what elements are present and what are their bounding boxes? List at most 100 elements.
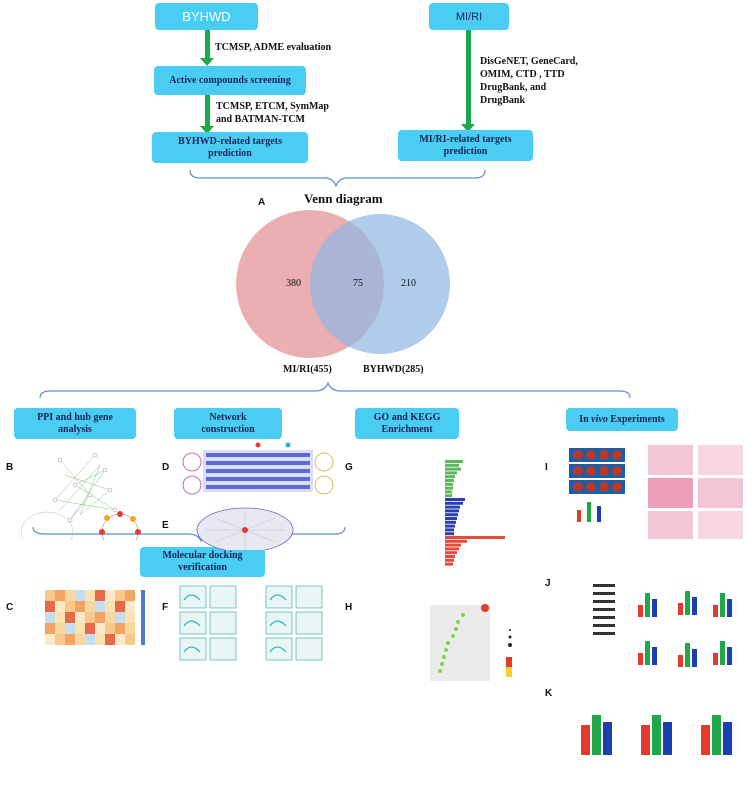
heatmap-cell — [105, 634, 115, 645]
heatmap-cell — [125, 634, 135, 645]
j-bar — [678, 603, 683, 615]
panel-j-letter: J — [545, 578, 551, 589]
step2-label-2: and BATMAN-TCM — [216, 114, 305, 125]
step2-label-1: TCMSP, ETCM, SymMap — [216, 101, 329, 112]
step1-label: TCMSP, ADME evaluation — [215, 42, 332, 53]
heatmap-cell — [65, 623, 75, 634]
byhwd-box: BYHWD — [155, 3, 258, 30]
k-bar — [723, 722, 732, 755]
venn-title: Venn diagram — [304, 191, 383, 206]
mi-targets-label-1: MI/RI-related targets — [419, 133, 512, 145]
active-screening-label: Active compounds screening — [169, 75, 291, 86]
go-bar — [445, 562, 453, 566]
panel-a-letter: A — [258, 197, 266, 208]
j-bar — [652, 599, 657, 617]
docking-label-2: verification — [178, 562, 227, 573]
mi-label: MI/RI — [455, 10, 483, 23]
go-bar — [445, 551, 457, 555]
heatmap-cell — [115, 634, 125, 645]
j-bar — [692, 597, 697, 615]
heatmap-cell — [85, 623, 95, 634]
go-bar — [445, 539, 467, 543]
go-bar — [445, 520, 456, 524]
arrow-screening-to-targets — [205, 95, 210, 128]
go-bar — [445, 513, 458, 517]
arrowhead-3 — [461, 124, 475, 132]
ppi-network-thumbnail — [20, 452, 141, 540]
go-bar — [445, 532, 454, 536]
k-bar — [603, 722, 612, 755]
heatmap-cell — [55, 623, 65, 634]
go-bar — [445, 536, 505, 539]
heatmap-cell — [85, 601, 95, 612]
venn-left-count: 380 — [286, 278, 301, 289]
j-bar — [638, 653, 643, 665]
heatmap-cell — [75, 623, 85, 634]
venn-overlap-count: 75 — [353, 278, 363, 289]
heatmap-cell — [45, 601, 55, 612]
heatmap-cell — [75, 590, 85, 601]
network-label-2: construction — [201, 423, 255, 435]
mi-box: MI/RI — [429, 3, 509, 30]
heatmap-cell — [125, 612, 135, 623]
heatmap-cell — [85, 590, 95, 601]
go-bar — [445, 524, 455, 528]
j-bar — [645, 641, 650, 665]
go-bar — [445, 498, 465, 501]
go-bar — [445, 467, 461, 471]
mi-db-label-4: DrugBank — [480, 95, 526, 106]
j-bar — [685, 643, 690, 667]
panel-b-letter: B — [6, 462, 14, 473]
mi-db-label-1: DisGeNET, GeneCard, — [480, 56, 578, 67]
ppi-box: PPI and hub gene analysis — [14, 408, 136, 439]
j-bar — [678, 655, 683, 667]
go-bar — [445, 509, 459, 513]
j-bar — [692, 649, 697, 667]
arrow-mi-to-targets — [466, 30, 471, 125]
j-bar — [638, 605, 643, 617]
heatmap-cell — [105, 612, 115, 623]
k-bar — [641, 725, 650, 755]
go-bar — [445, 490, 452, 494]
go-bar — [445, 482, 453, 486]
go-bar — [445, 543, 461, 547]
tissue-images-thumbnail — [569, 445, 743, 539]
venn-right-label: BYHWD(285) — [363, 364, 424, 375]
k-bar — [663, 722, 672, 755]
venn-diagram — [236, 210, 450, 358]
heatmap-cell — [115, 612, 125, 623]
panel-i-letter: I — [545, 462, 548, 473]
heatmap-cell — [105, 590, 115, 601]
heatmap-cell — [115, 590, 125, 601]
venn-left-label: MI/RI(455) — [283, 364, 332, 375]
ppi-label-1: PPI and hub gene — [37, 411, 113, 423]
invivo-post: Experiments — [607, 414, 665, 425]
j-bar — [645, 593, 650, 617]
go-bar — [445, 463, 459, 467]
j-bar — [685, 591, 690, 615]
byhwd-targets-box: BYHWD-related targets prediction — [152, 132, 308, 163]
heatmap-cell — [115, 601, 125, 612]
j-bar — [727, 599, 732, 617]
heatmap-scale — [141, 590, 145, 645]
k-bar — [592, 715, 601, 755]
panel-e-letter: E — [162, 520, 169, 531]
venn-right-circle — [310, 214, 450, 354]
go-bar — [445, 505, 460, 509]
k-bar — [701, 725, 710, 755]
go-bar — [445, 501, 463, 505]
panel-k-letter: K — [545, 688, 553, 699]
panel-f-letter: F — [162, 602, 169, 613]
heatmap-cell — [85, 634, 95, 645]
kegg-dotplot-thumbnail — [430, 604, 512, 681]
heatmap-cell — [115, 623, 125, 634]
j-bar — [652, 647, 657, 665]
invivo-em: vivo — [591, 414, 608, 425]
heatmap-cell — [65, 590, 75, 601]
docking-label-1: Molecular docking — [162, 550, 243, 561]
go-bar — [445, 494, 452, 498]
j-bar — [720, 593, 725, 617]
cytokine-barcharts-thumbnail — [581, 715, 732, 755]
venn-right-count: 210 — [401, 278, 416, 289]
heatmap-cell — [65, 612, 75, 623]
